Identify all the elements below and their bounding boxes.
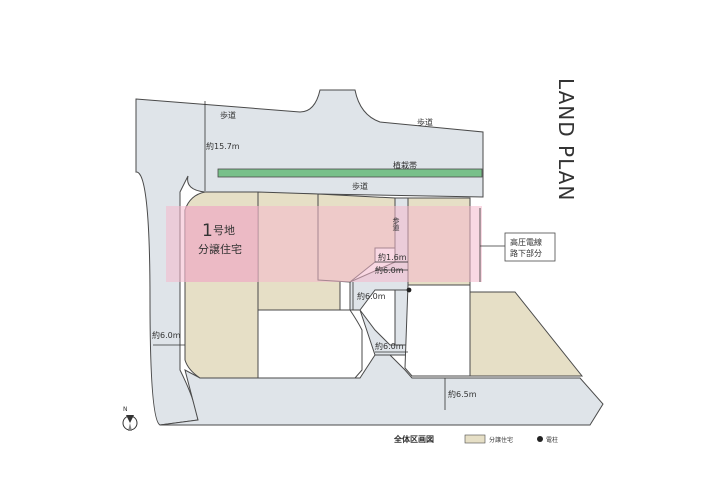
dimension-lines xyxy=(153,101,505,410)
dimension-inner-road: 約6.0m xyxy=(375,265,404,275)
lot-6 xyxy=(257,309,363,379)
legend-label-pole: 電柱 xyxy=(546,436,558,444)
planting-strip xyxy=(217,168,483,178)
power-pole xyxy=(406,287,412,293)
legend-swatch-lot xyxy=(464,434,486,444)
lot-number: 1 xyxy=(202,221,213,241)
lot-number-suffix: 号地 xyxy=(213,224,235,237)
lot-type-label: 分譲住宅 xyxy=(198,242,242,256)
dimension-mid-road: 約6.0m xyxy=(357,291,386,301)
lot-7 xyxy=(404,284,471,377)
sidewalk-label-top-right: 歩道 xyxy=(417,117,433,127)
sidewalk-label-top-left: 歩道 xyxy=(220,110,236,120)
legend-label-lot: 分譲住宅 xyxy=(489,436,513,444)
power-line-callout-line2: 路下部分 xyxy=(510,248,542,258)
legend: 全体区画図 分譲住宅 電柱 xyxy=(393,434,558,444)
lot-1-highlight xyxy=(185,206,258,282)
dimension-road-width: 約15.7m xyxy=(206,141,240,151)
legend-title: 全体区画図 xyxy=(393,434,434,444)
power-line-callout-line1: 高圧電線 xyxy=(510,237,542,247)
dimension-inner-small: 約1.6m xyxy=(378,252,407,262)
dimension-bottom-road: 約6.0m xyxy=(375,341,404,351)
legend-swatch-pole xyxy=(537,436,543,442)
north-letter: N xyxy=(123,406,128,413)
dimension-south-road: 約6.5m xyxy=(448,389,477,399)
north-arrow-icon xyxy=(122,415,138,431)
planting-strip-label: 植栽帯 xyxy=(393,160,417,170)
plan-title: LAND PLAN xyxy=(554,78,578,201)
power-line-callout-box xyxy=(504,232,556,262)
sidewalk-label-inner: 歩道 xyxy=(352,181,368,191)
sidewalk-label-vertical: 歩道 xyxy=(392,216,400,232)
dimension-left-road: 約6.0m xyxy=(152,330,181,340)
lot-5 xyxy=(469,291,584,377)
